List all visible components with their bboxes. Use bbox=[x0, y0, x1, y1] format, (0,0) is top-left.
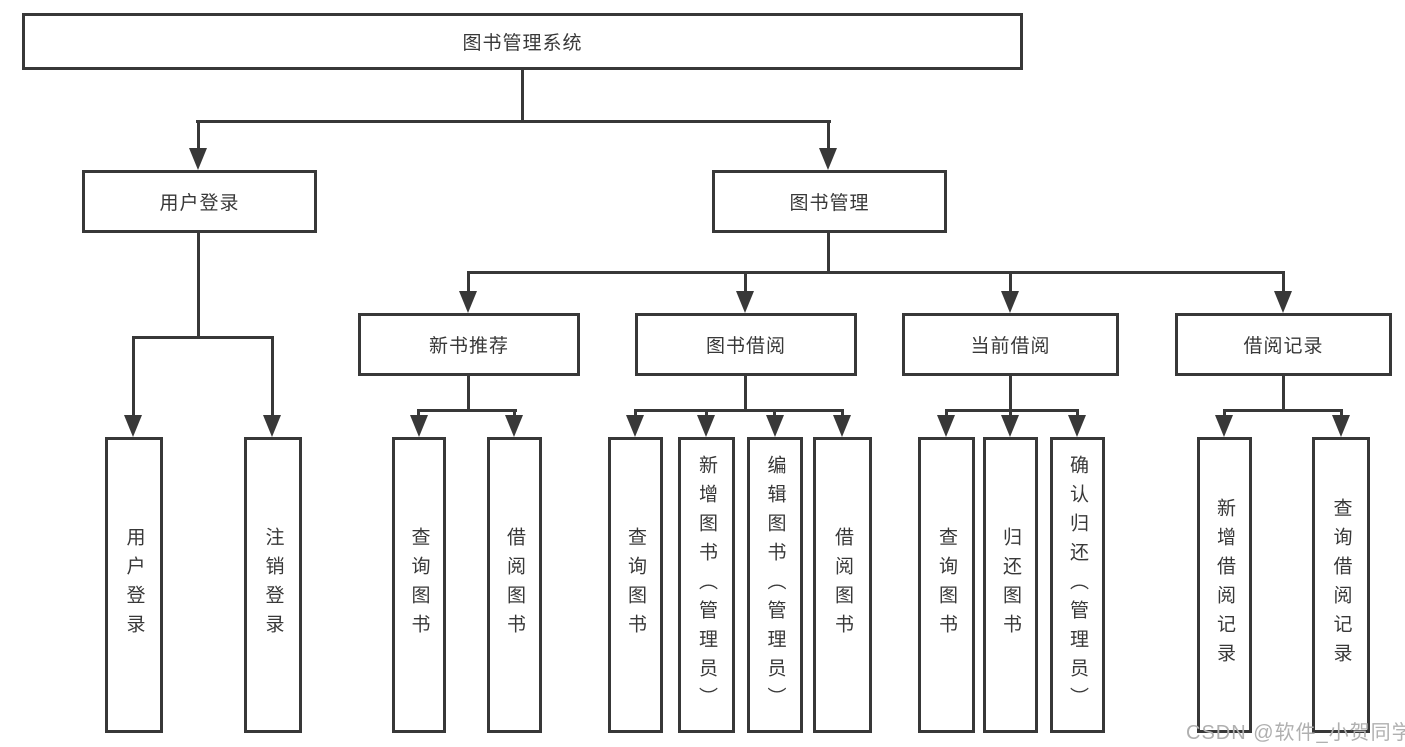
connector-user-login-bus bbox=[132, 336, 274, 339]
connector-drop-borrow-records bbox=[1282, 271, 1285, 293]
node-current-borrow: 当前借阅 bbox=[902, 313, 1119, 376]
csdn-watermark: CSDN @软件_小贺同学 bbox=[1186, 722, 1405, 744]
connector-current-borrow-bus bbox=[945, 409, 1079, 412]
connector-drop-leaf-logout bbox=[271, 336, 274, 417]
arrow-leaf-query-books-1 bbox=[410, 415, 428, 437]
connector-drop-leaf-1 bbox=[417, 409, 420, 417]
leaf-query-books-3: 查询图书 bbox=[918, 437, 975, 733]
arrow-leaf-edit-books bbox=[766, 415, 784, 437]
connector-drop-leaf-5 bbox=[773, 409, 776, 417]
leaf-confirm-return-admin-label: 确认归还（管理员） bbox=[1067, 454, 1088, 716]
arrow-leaf-query-books-3 bbox=[937, 415, 955, 437]
arrow-book-borrow bbox=[736, 291, 754, 313]
arrow-leaf-borrow-books-1 bbox=[505, 415, 523, 437]
leaf-query-books-1: 查询图书 bbox=[392, 437, 446, 733]
leaf-return-books-label: 归还图书 bbox=[1000, 527, 1021, 643]
arrow-leaf-query-books-2 bbox=[626, 415, 644, 437]
leaf-confirm-return-admin: 确认归还（管理员） bbox=[1050, 437, 1105, 733]
leaf-add-books-admin-label: 新增图书（管理员） bbox=[696, 454, 717, 716]
connector-drop-user-login bbox=[197, 120, 200, 150]
connector-level2-bus bbox=[196, 120, 831, 123]
connector-drop-leaf-6 bbox=[841, 409, 844, 417]
connector-book-management-stem bbox=[827, 233, 830, 274]
connector-drop-leaf-2 bbox=[513, 409, 516, 417]
leaf-user-login: 用户登录 bbox=[105, 437, 163, 733]
leaf-user-login-label: 用户登录 bbox=[123, 527, 145, 643]
connector-drop-current-borrow bbox=[1009, 271, 1012, 293]
node-book-borrow: 图书借阅 bbox=[635, 313, 857, 376]
leaf-query-borrow-record: 查询借阅记录 bbox=[1312, 437, 1370, 733]
arrow-borrow-records bbox=[1274, 291, 1292, 313]
leaf-query-books-3-label: 查询图书 bbox=[936, 527, 957, 643]
leaf-query-books-2-label: 查询图书 bbox=[625, 527, 646, 643]
arrow-leaf-confirm-return bbox=[1068, 415, 1086, 437]
leaf-query-books-2: 查询图书 bbox=[608, 437, 663, 733]
connector-new-book-stem bbox=[467, 376, 470, 412]
connector-level3-bus bbox=[467, 271, 1284, 274]
connector-drop-leaf-user-login bbox=[132, 336, 135, 417]
leaf-edit-books-admin: 编辑图书（管理员） bbox=[747, 437, 803, 733]
connector-drop-leaf-4 bbox=[705, 409, 708, 417]
leaf-borrow-books-2: 借阅图书 bbox=[813, 437, 872, 733]
connector-user-login-stem bbox=[197, 233, 200, 339]
node-borrow-records: 借阅记录 bbox=[1175, 313, 1392, 376]
arrow-user-login bbox=[189, 148, 207, 170]
arrow-leaf-return-books bbox=[1001, 415, 1019, 437]
node-new-book-recommend: 新书推荐 bbox=[358, 313, 580, 376]
connector-drop-leaf-11 bbox=[1340, 409, 1343, 417]
connector-drop-book-management bbox=[827, 120, 830, 150]
leaf-logout-label: 注销登录 bbox=[262, 527, 284, 643]
connector-drop-leaf-10 bbox=[1223, 409, 1226, 417]
arrow-leaf-logout bbox=[263, 415, 281, 437]
leaf-query-books-1-label: 查询图书 bbox=[408, 527, 430, 643]
connector-borrow-records-bus bbox=[1223, 409, 1343, 412]
leaf-add-borrow-record: 新增借阅记录 bbox=[1197, 437, 1252, 733]
leaf-edit-books-admin-label: 编辑图书（管理员） bbox=[764, 454, 786, 716]
connector-current-borrow-stem bbox=[1009, 376, 1012, 412]
leaf-borrow-books-1: 借阅图书 bbox=[487, 437, 542, 733]
leaf-add-borrow-record-label: 新增借阅记录 bbox=[1214, 498, 1235, 672]
leaf-add-books-admin: 新增图书（管理员） bbox=[678, 437, 735, 733]
node-user-login: 用户登录 bbox=[82, 170, 317, 233]
connector-drop-leaf-3 bbox=[634, 409, 637, 417]
arrow-leaf-add-books bbox=[697, 415, 715, 437]
node-book-management: 图书管理 bbox=[712, 170, 947, 233]
arrow-leaf-add-borrow-record bbox=[1215, 415, 1233, 437]
connector-drop-new-book bbox=[467, 271, 470, 293]
node-library-management-system: 图书管理系统 bbox=[22, 13, 1023, 70]
leaf-return-books: 归还图书 bbox=[983, 437, 1038, 733]
arrow-book-management bbox=[819, 148, 837, 170]
connector-drop-book-borrow bbox=[744, 271, 747, 293]
connector-root-stem bbox=[521, 70, 524, 122]
connector-new-book-bus bbox=[417, 409, 517, 412]
leaf-query-borrow-record-label: 查询借阅记录 bbox=[1330, 498, 1352, 672]
connector-book-borrow-stem bbox=[744, 376, 747, 412]
arrow-leaf-query-borrow-record bbox=[1332, 415, 1350, 437]
connector-book-borrow-bus bbox=[634, 409, 844, 412]
arrow-new-book bbox=[459, 291, 477, 313]
leaf-logout: 注销登录 bbox=[244, 437, 302, 733]
arrow-leaf-borrow-books-2 bbox=[833, 415, 851, 437]
leaf-borrow-books-2-label: 借阅图书 bbox=[832, 527, 853, 643]
connector-borrow-records-stem bbox=[1282, 376, 1285, 412]
connector-drop-leaf-9 bbox=[1076, 409, 1079, 417]
arrow-leaf-user-login bbox=[124, 415, 142, 437]
connector-drop-leaf-7 bbox=[945, 409, 948, 417]
leaf-borrow-books-1-label: 借阅图书 bbox=[504, 527, 525, 643]
arrow-current-borrow bbox=[1001, 291, 1019, 313]
connector-drop-leaf-8 bbox=[1009, 409, 1012, 417]
